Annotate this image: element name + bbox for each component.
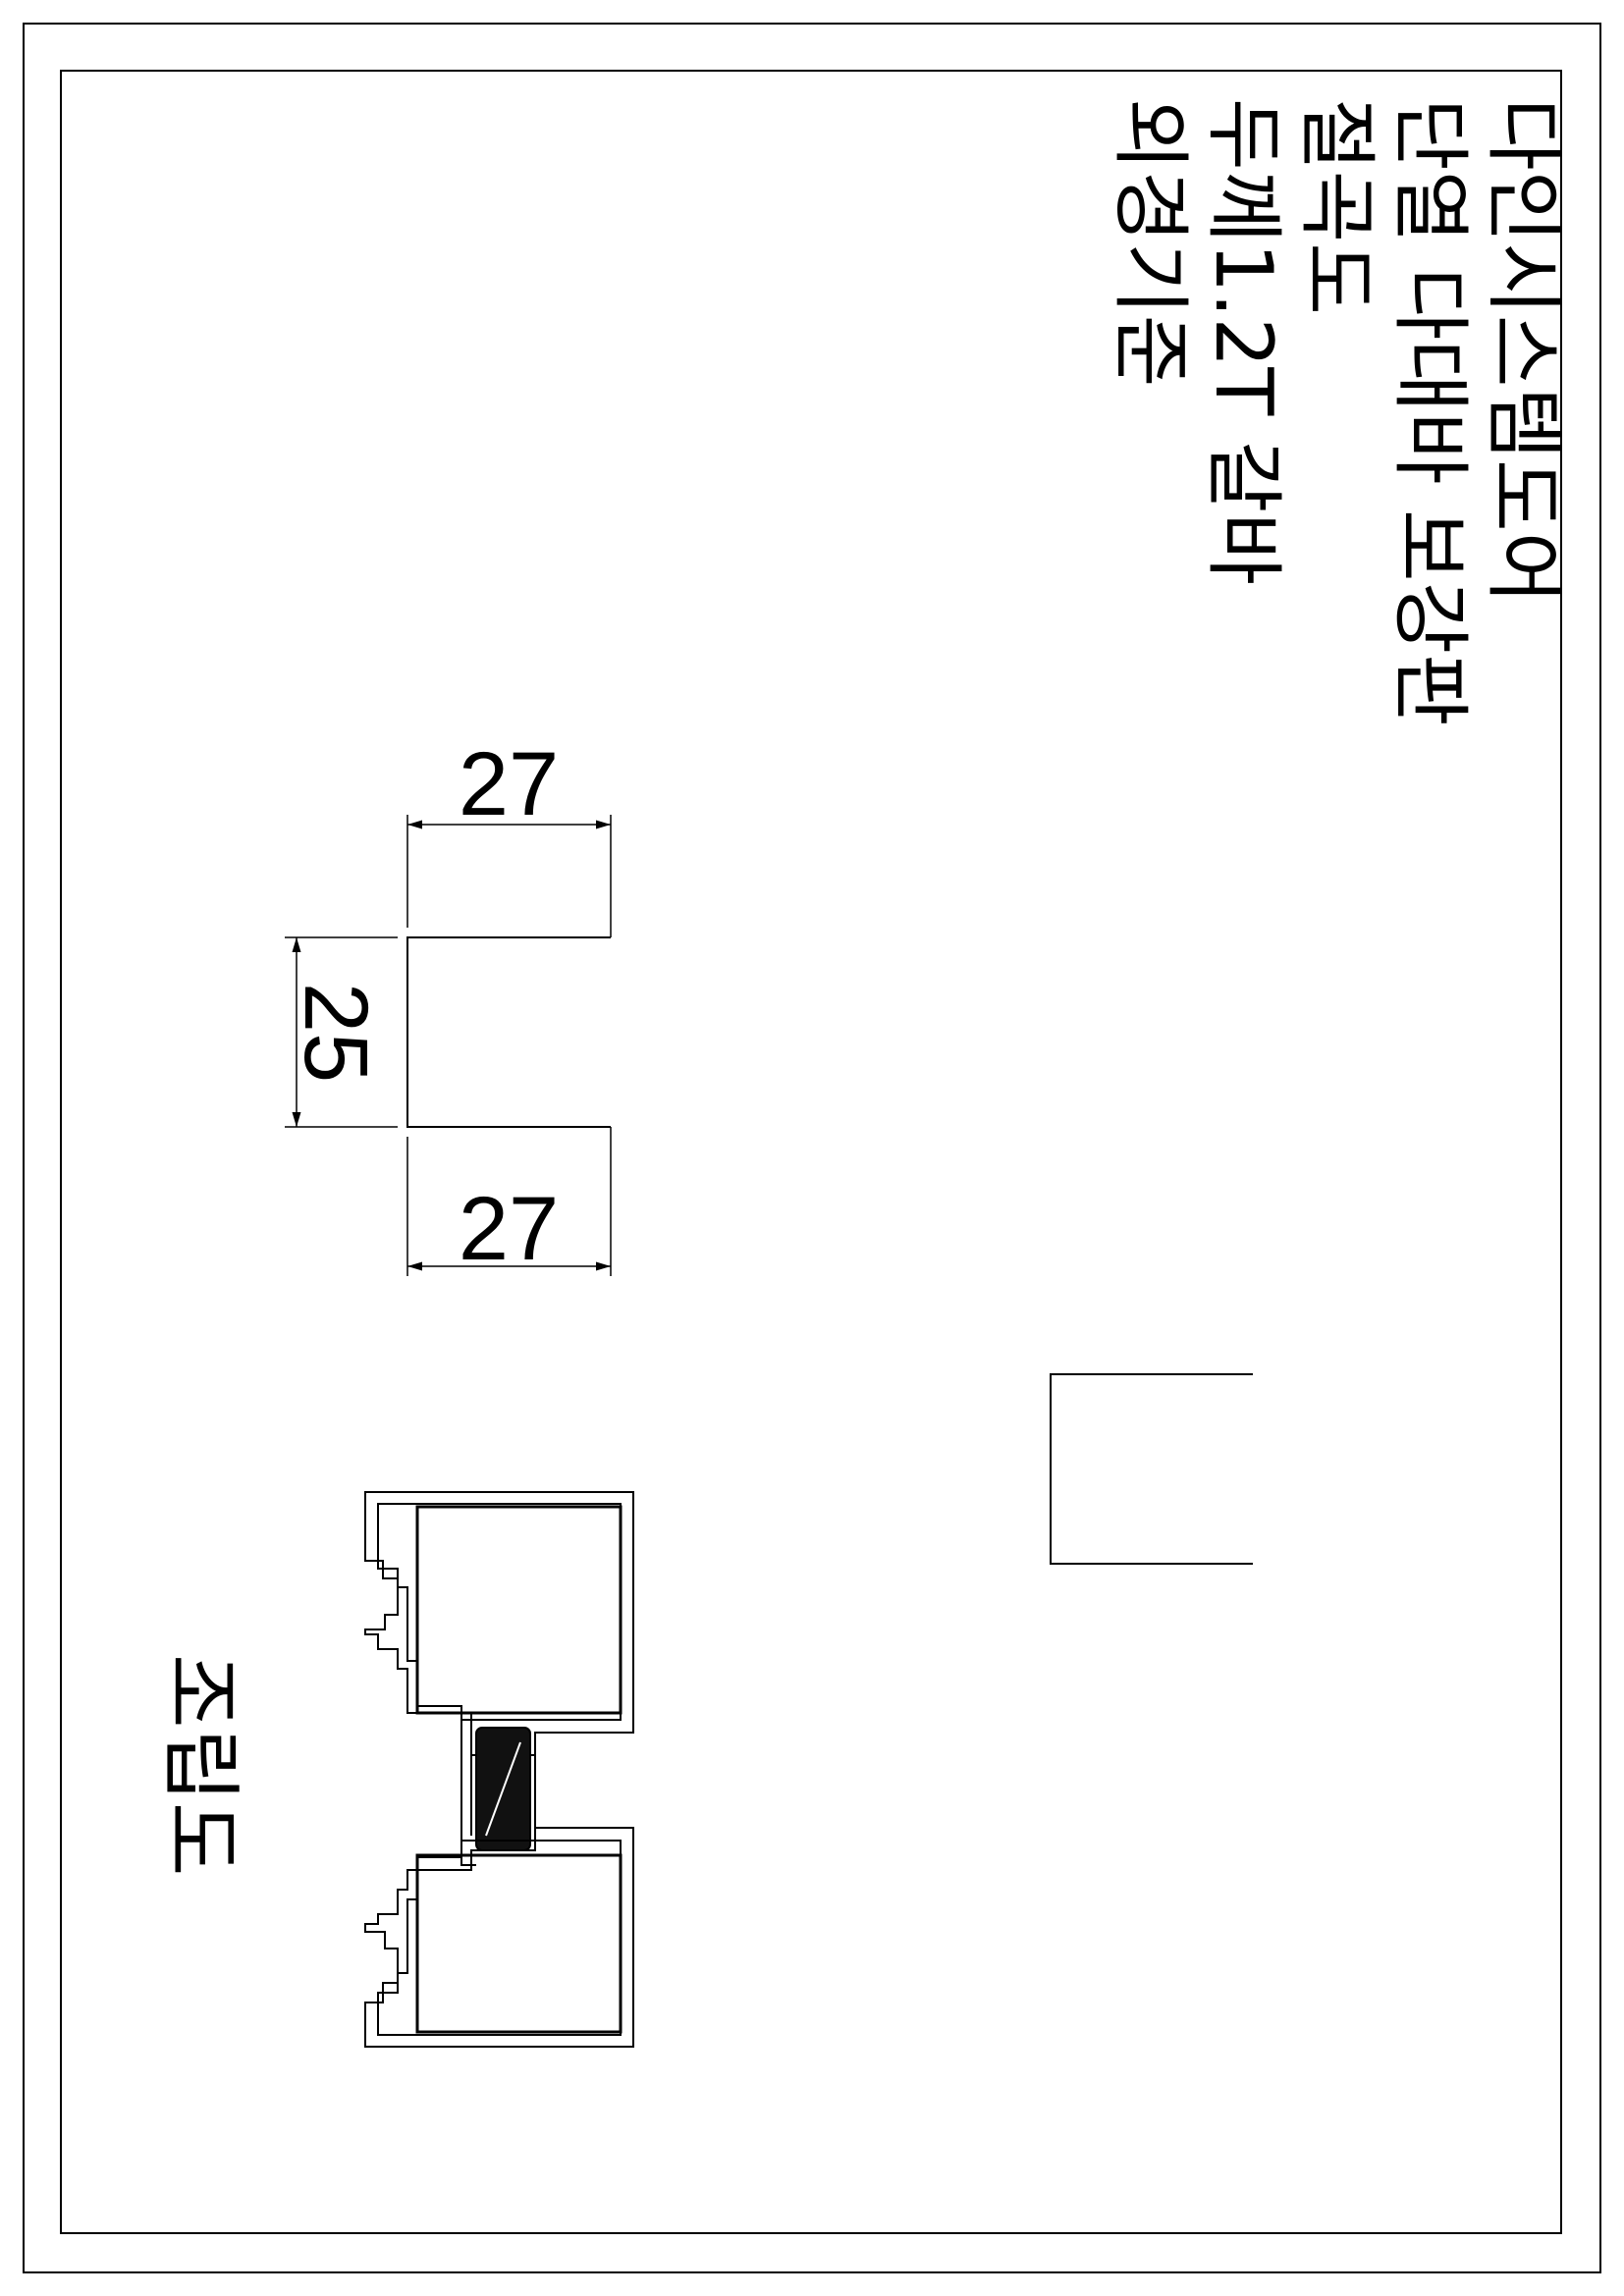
upper-profile-inner — [377, 1503, 622, 1721]
dimension-bottom — [406, 1127, 612, 1276]
thermal-break-hatch — [485, 1741, 521, 1837]
bend-profile-line — [406, 936, 611, 1128]
dimension-bottom-label: 27 — [459, 1179, 559, 1279]
title-line-basis: 외경기준 — [1105, 98, 1196, 387]
inner-border — [60, 70, 1562, 2234]
assembly-section — [364, 1491, 634, 2048]
title-line-material: 두께1.2T 갈바 — [1198, 98, 1289, 585]
upper-insert-box — [415, 1505, 623, 1715]
reference-u-shape — [1050, 1373, 1253, 1565]
upper-profile-outer — [364, 1491, 634, 1756]
lower-insert-box — [415, 1853, 623, 2034]
dimension-middle — [285, 936, 398, 1128]
bend-profile — [406, 936, 611, 1128]
dimension-top-label: 27 — [459, 734, 559, 834]
title-line-part: 단열 다대바 보강판 — [1384, 98, 1476, 726]
title-line-company: 다인시스템도어 — [1478, 98, 1569, 604]
lower-profile-outer — [364, 1827, 634, 2048]
dimension-middle-label: 25 — [286, 983, 386, 1083]
dimension-top — [406, 815, 612, 937]
assembly-label: 조립도 — [153, 1654, 246, 1876]
title-block: 다인시스템도어 단열 다대바 보강판 절곡도 두께1.2T 갈바 외경기준 — [1105, 98, 1569, 726]
title-line-drawing-type: 절곡도 — [1291, 98, 1382, 315]
outer-border — [23, 23, 1601, 2273]
